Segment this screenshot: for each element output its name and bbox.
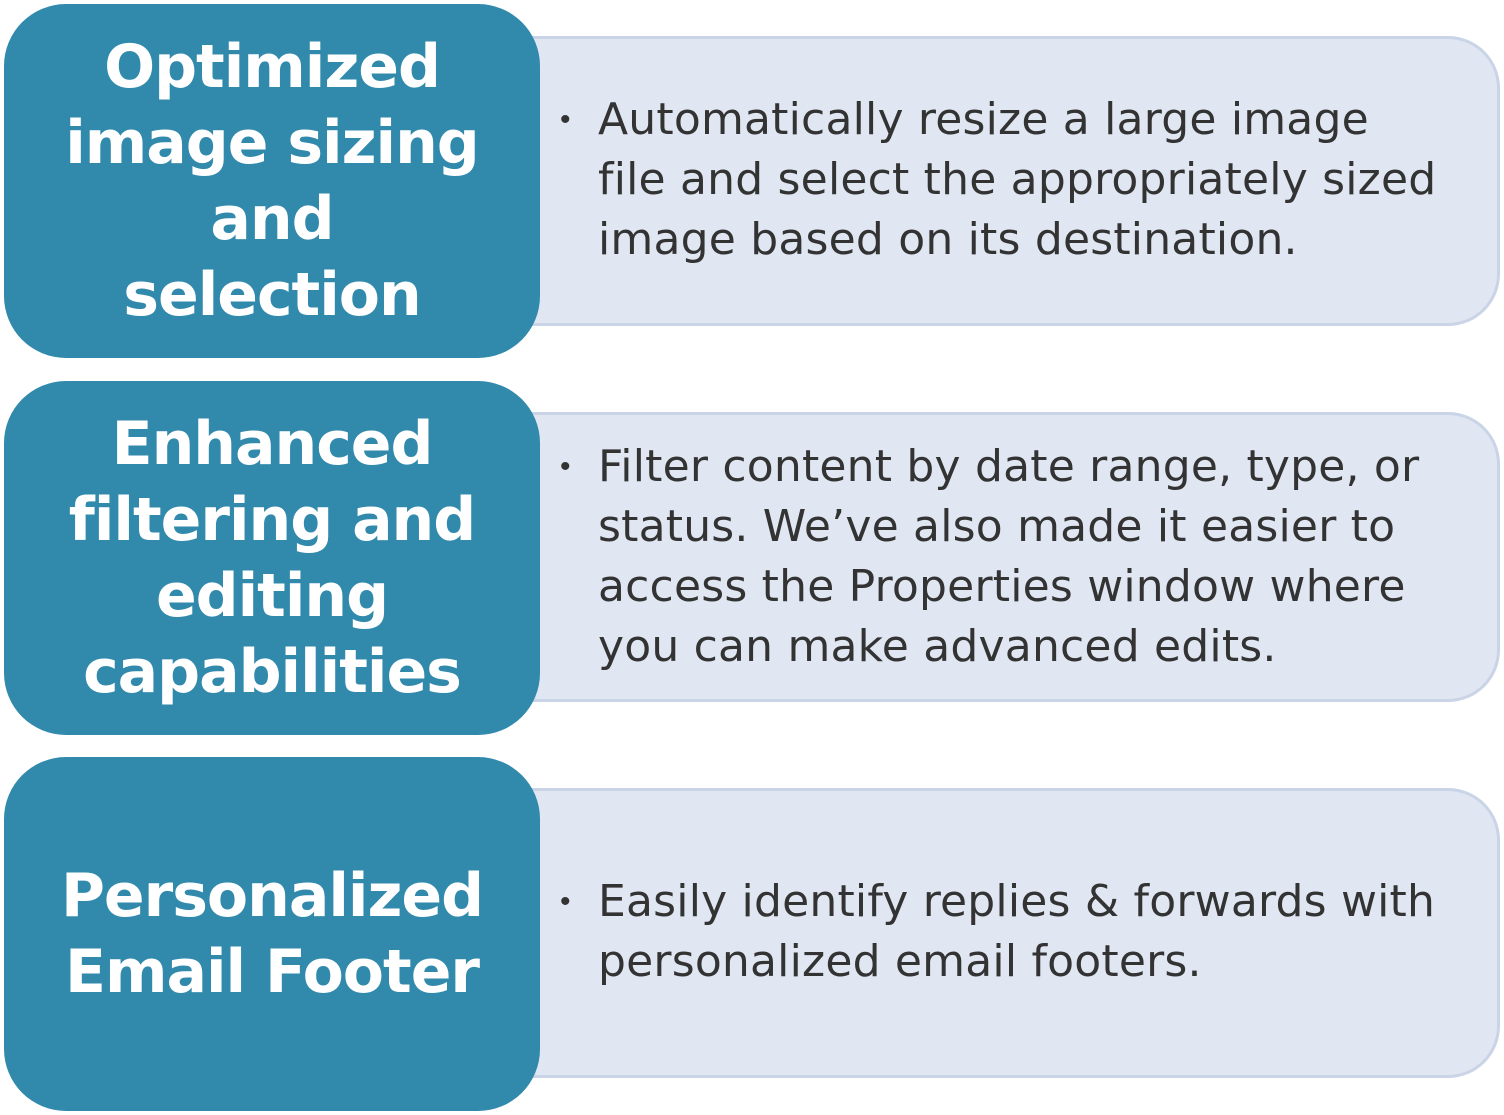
title-3: Personalized Email Footer <box>60 861 484 1007</box>
bullet-dot-icon: • <box>560 450 571 483</box>
bullet-dot-icon: • <box>560 885 571 918</box>
title-box-3: Personalized Email Footer <box>4 757 540 1111</box>
bullet-text-3: Easily identify replies & forwards with … <box>598 876 1436 987</box>
bullet-text-1: Automatically resize a large image file … <box>598 94 1437 265</box>
title-box-2: Enhanced filtering and editing capabilit… <box>4 381 540 735</box>
detail-box-1 <box>530 36 1500 326</box>
title-2: Enhanced filtering and editing capabilit… <box>68 409 476 707</box>
bullet-text-2: Filter content by date range, type, or s… <box>598 441 1420 672</box>
bullet-item-2: • Filter content by date range, type, or… <box>560 437 1460 677</box>
bullet-item-1: • Automatically resize a large image fil… <box>560 90 1460 270</box>
detail-box-2 <box>530 412 1500 702</box>
title-1: Optimized image sizing and selection <box>65 32 480 330</box>
detail-box-3 <box>530 788 1500 1078</box>
bullet-item-3: • Easily identify replies & forwards wit… <box>560 872 1460 992</box>
title-box-1: Optimized image sizing and selection <box>4 4 540 358</box>
bullet-dot-icon: • <box>560 103 571 136</box>
